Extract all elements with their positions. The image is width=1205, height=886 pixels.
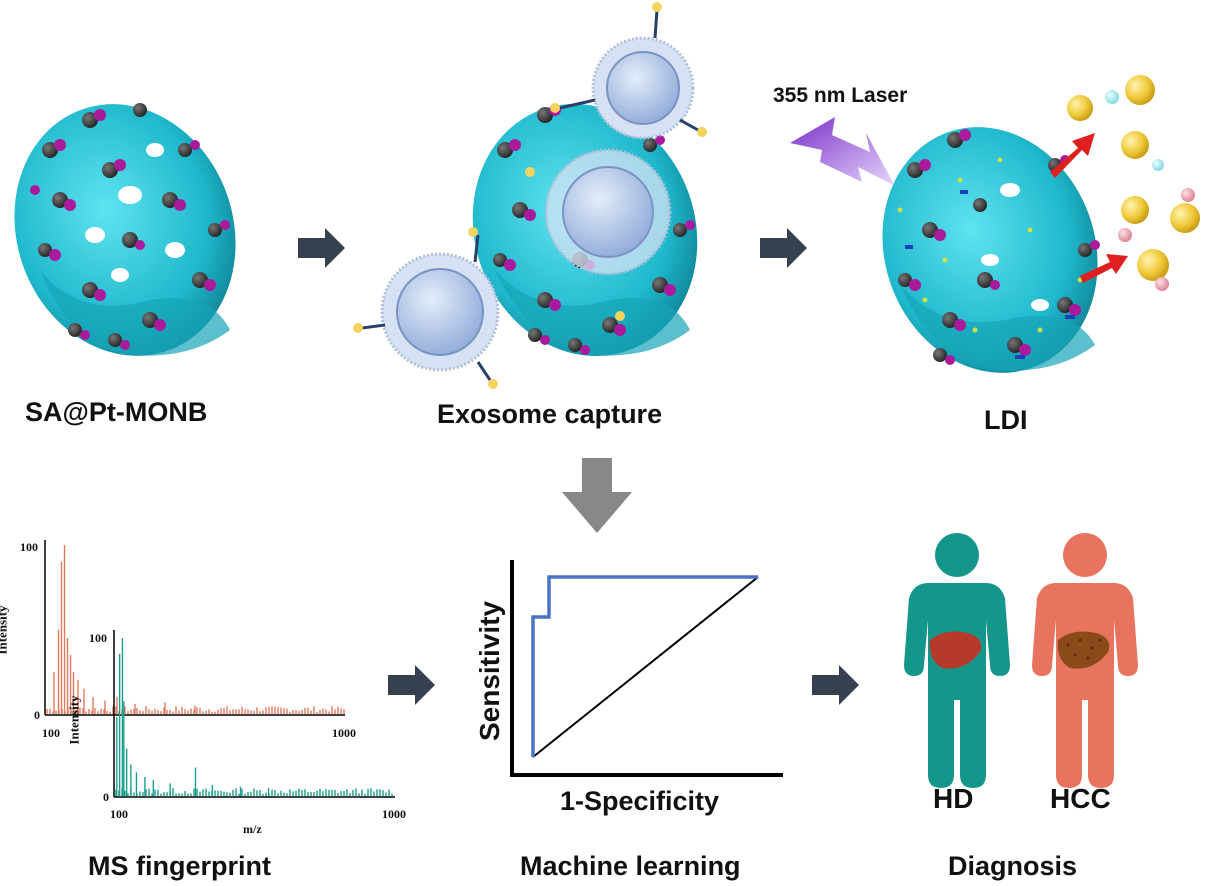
person-hcc [1032,533,1138,788]
label-diagnosis: Diagnosis [948,851,1078,881]
label-nanobowl: SA@Pt-MONB [25,397,208,427]
red-arrow-2 [1080,254,1128,283]
exosome-top [550,2,707,140]
ms-bottom-ymin: 0 [103,790,109,804]
arrow-4 [812,665,859,705]
nanobowl-3 [882,127,1100,373]
ms-bottom-xstart: 100 [110,807,128,821]
ms-spectrum-bottom [113,630,395,798]
arrow-1 [298,228,345,268]
ms-top-xend: 1000 [332,726,356,740]
roc-plot [510,560,783,777]
ms-bottom-xend: 1000 [382,807,406,821]
exosome-left [353,227,500,389]
released-ions [1067,75,1200,291]
exosome-middle [525,148,672,321]
patient-hd-label: HD [933,783,974,814]
arrow-3 [388,665,435,705]
ms-top-ymax: 100 [20,540,38,554]
label-ldi: LDI [984,405,1028,435]
label-machine-learning: Machine learning [520,851,741,881]
ms-bottom-xlabel: m/z [243,822,262,836]
nanobowl-1 [14,103,236,356]
ms-bottom-ylabel: Intensity [66,695,82,745]
gray-down-arrow [562,458,632,533]
label-ms-fingerprint: MS fingerprint [88,851,271,881]
roc-curve [531,575,758,757]
roc-diagonal [532,576,759,758]
red-arrow-1 [1050,133,1095,178]
roc-ylabel: Sensitivity [474,600,506,742]
arrow-2 [760,228,807,268]
ms-top-ylabel: Intensity [0,605,10,655]
ms-spectrum-top [44,540,345,716]
ms-top-xstart: 100 [42,726,60,740]
laser-bolt [790,117,895,186]
label-exosome-capture: Exosome capture [437,399,663,429]
person-hd [904,533,1010,788]
patient-hcc-label: HCC [1050,783,1111,814]
ms-top-ymin: 0 [34,708,40,722]
laser-label: 355 nm Laser [773,84,908,107]
roc-xlabel: 1-Specificity [560,786,720,816]
ms-bottom-ymax: 100 [89,631,107,645]
